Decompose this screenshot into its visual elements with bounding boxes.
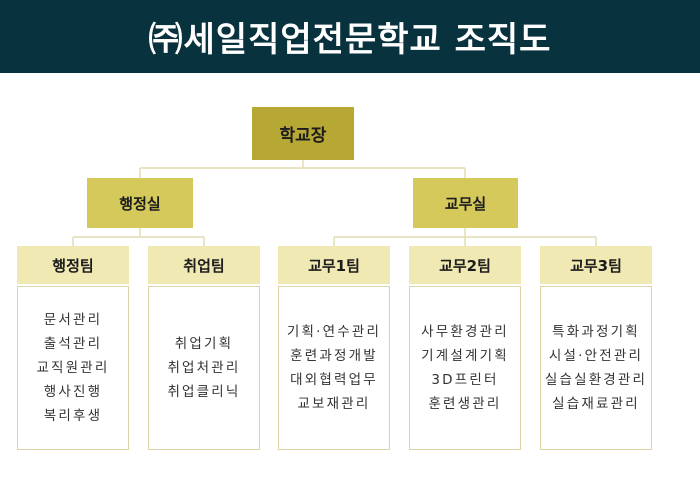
- duty-item: 대외협력업무: [290, 372, 378, 388]
- duty-item: 실습재료관리: [552, 396, 640, 412]
- duty-item: 훈련과정개발: [290, 348, 378, 364]
- duty-item: 3D프린터: [431, 372, 499, 388]
- org-node-label: 행정팀: [52, 256, 94, 275]
- org-node-label: 교무3팀: [570, 256, 622, 275]
- org-node-label: 교무2팀: [439, 256, 491, 275]
- org-node-label: 학교장: [279, 126, 327, 146]
- duty-item: 취업클리닉: [167, 384, 241, 400]
- duty-item: 취업기획: [174, 336, 234, 352]
- org-node-label: 행정실: [119, 194, 161, 213]
- org-node-label: 교무실: [444, 194, 487, 213]
- org-node-team-academic-3: 교무3팀: [540, 246, 652, 284]
- duty-item: 기획·연수관리: [286, 324, 382, 340]
- team-duty-list-academic-1: 기획·연수관리 훈련과정개발 대외협력업무 교보재관리: [278, 286, 390, 450]
- duty-item: 복리후생: [43, 408, 103, 424]
- duty-item: 문서관리: [43, 312, 103, 328]
- duty-item: 교직원관리: [36, 360, 110, 376]
- team-duty-list-employment: 취업기획 취업처관리 취업클리닉: [148, 286, 260, 450]
- team-duty-list-admin: 문서관리 출석관리 교직원관리 행사진행 복리후생: [17, 286, 129, 450]
- duty-item: 실습실환경관리: [544, 372, 648, 388]
- team-duty-list-academic-2: 사무환경관리 기계설계기획 3D프린터 훈련생관리: [409, 286, 521, 450]
- org-node-admin-office: 행정실: [87, 178, 193, 228]
- org-node-principal: 학교장: [252, 107, 354, 160]
- org-node-label: 교무1팀: [308, 256, 360, 275]
- duty-item: 특화과정기획: [552, 324, 640, 340]
- duty-item: 출석관리: [43, 336, 103, 352]
- duty-item: 행사진행: [43, 384, 103, 400]
- duty-item: 사무환경관리: [421, 324, 509, 340]
- org-node-label: 취업팀: [183, 256, 225, 275]
- org-node-academic-office: 교무실: [413, 178, 518, 228]
- org-node-team-academic-2: 교무2팀: [409, 246, 521, 284]
- duty-item: 기계설계기획: [421, 348, 509, 364]
- duty-item: 시설·안전관리: [548, 348, 644, 364]
- org-node-team-admin: 행정팀: [17, 246, 129, 284]
- org-node-team-employment: 취업팀: [148, 246, 260, 284]
- page-title: ㈜세일직업전문학교 조직도: [148, 20, 552, 60]
- team-duty-list-academic-3: 특화과정기획 시설·안전관리 실습실환경관리 실습재료관리: [540, 286, 652, 450]
- org-node-team-academic-1: 교무1팀: [278, 246, 390, 284]
- duty-item: 훈련생관리: [428, 396, 502, 412]
- duty-item: 취업처관리: [167, 360, 241, 376]
- header-banner: ㈜세일직업전문학교 조직도: [0, 0, 700, 73]
- duty-item: 교보재관리: [297, 396, 371, 412]
